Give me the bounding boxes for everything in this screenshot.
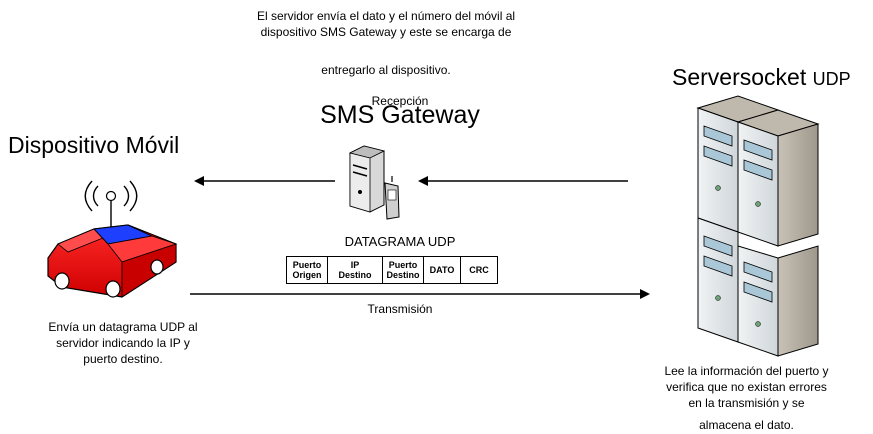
server-unit-front-bottom (737, 245, 819, 357)
server-description: Lee la información del puerto y verifica… (644, 363, 849, 433)
server-title-main: Serversocket (672, 64, 807, 90)
transmission-label: Transmisión (367, 302, 433, 316)
top-note-line3: entregarlo al dispositivo. (321, 63, 451, 77)
top-note: El servidor envía el dato y el número de… (196, 8, 576, 40)
server-title: Serversocket UDP (672, 64, 851, 91)
datagram-title: DATAGRAMA UDP (344, 234, 456, 249)
gateway-title: SMS Gateway (320, 101, 480, 129)
server-unit-back-bottom (697, 217, 739, 343)
device-title: Dispositivo Móvil (8, 132, 180, 158)
sms-gateway-icon (348, 145, 400, 220)
datagram-field-line: Destino (338, 270, 372, 280)
server-title-suffix: UDP (812, 69, 851, 89)
device-desc-line2: servidor indicando la IP y (56, 336, 190, 350)
server-desc-line2: verifica que no existan errores (666, 380, 827, 394)
server-unit-front-top (736, 109, 820, 247)
server-desc-line1: Lee la información del puerto y (664, 364, 829, 378)
datagram-field-line: Puerto (388, 260, 418, 270)
car-device-icon (47, 180, 178, 298)
datagram-field: DATO (423, 256, 461, 284)
server-rack-icon (696, 95, 820, 357)
datagram-field-line: CRC (469, 265, 489, 275)
datagram-field-line: DATO (429, 265, 455, 275)
datagram-field-line: Puerto (292, 260, 322, 270)
top-note-line2: dispositivo SMS Gateway y este se encarg… (260, 25, 512, 39)
server-desc-line3: en la transmisión y se (688, 396, 805, 410)
gateway-sublabel: Recepción (371, 94, 429, 108)
server-desc-line4: almacena el dato. (699, 418, 794, 432)
device-desc-line3: puerto destino. (83, 352, 163, 366)
datagram-field: CRC (460, 256, 498, 284)
device-desc-line1: Envía un datagrama UDP al (48, 320, 198, 334)
datagram-field-line: IP (350, 260, 360, 270)
datagram-field-line: Origen (292, 270, 322, 280)
device-description: Envía un datagrama UDP al servidor indic… (18, 319, 228, 367)
datagram-field-line: Destino (386, 270, 420, 280)
top-note-line1: El servidor envía el dato y el número de… (256, 9, 516, 23)
